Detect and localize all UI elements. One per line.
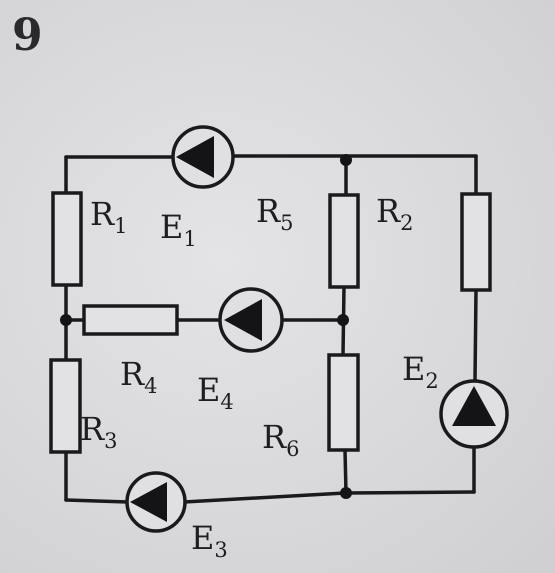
resistor-r4 (82, 304, 179, 336)
label-r6: R6 (262, 418, 299, 461)
junction-node (340, 154, 352, 166)
source-e1 (171, 125, 235, 189)
label-e2: E2 (402, 350, 439, 393)
label-r5: R5 (256, 192, 293, 235)
junction-node (337, 314, 349, 326)
resistor-r2 (460, 192, 492, 292)
label-r3: R3 (80, 410, 117, 453)
resistor-r5 (328, 193, 360, 289)
label-r4: R4 (120, 355, 157, 398)
label-e4: E4 (197, 371, 234, 414)
label-e1: E1 (160, 208, 197, 251)
label-e3: E3 (191, 519, 228, 562)
label-r2: R2 (376, 192, 413, 235)
source-e2 (439, 379, 509, 449)
source-e4 (218, 287, 284, 353)
resistor-r3 (49, 358, 82, 454)
resistor-r1 (51, 191, 83, 287)
resistor-r6 (327, 353, 360, 452)
junction-node (60, 314, 72, 326)
problem-number: 9 (12, 10, 43, 61)
label-r1: R1 (90, 195, 127, 238)
junction-node (340, 487, 352, 499)
source-e3 (125, 471, 187, 533)
